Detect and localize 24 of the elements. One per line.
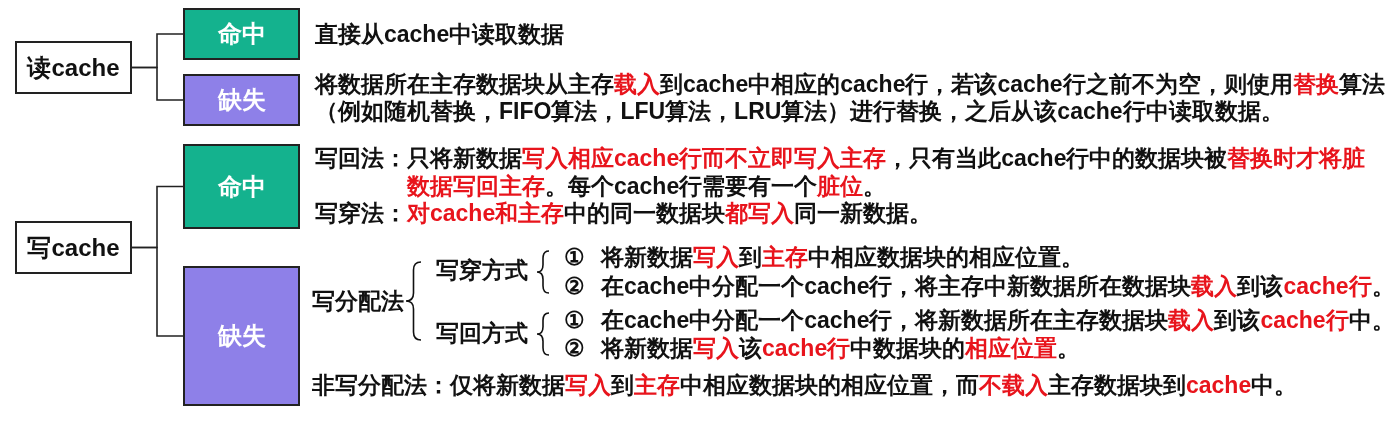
circled-number: ①	[564, 307, 585, 334]
method-label: 写回方式	[436, 320, 528, 347]
connector-line	[131, 246, 184, 337]
circled-number: ②	[564, 335, 585, 362]
connector-line	[131, 66, 184, 101]
case-box: 缺失	[183, 266, 300, 406]
description-text: 在cache中分配一个cache行，将主存中新数据所在数据块载入到该cache行。	[601, 273, 1394, 300]
category-box: 读cache	[15, 41, 132, 94]
circled-number: ①	[564, 244, 585, 271]
description-text: 将新数据写入该cache行中数据块的相应位置。	[601, 335, 1081, 362]
case-box: 命中	[183, 8, 300, 60]
category-box: 写cache	[15, 221, 132, 274]
description-text: 将数据所在主存数据块从主存载入到cache中相应的cache行，若该cache行之前不为空，则使用替换算法（例如随机替换，FIFO算法，LFU算法，LRU算法）进行替换，之后从该cache行中读取数据。	[315, 71, 1386, 125]
description-text: 写回法：只将新数据写入相应cache行而不立即写入主存，只有当此cache行中的数据块被替换时才将脏数据写回主存。每个cache行需要有一个脏位。	[315, 144, 1367, 200]
description-text: 非写分配法：仅将新数据写入到主存中相应数据块的相应位置，而不载入主存数据块到cache中。	[312, 372, 1299, 399]
method-label: 写分配法	[312, 288, 404, 315]
case-box: 命中	[183, 144, 300, 229]
case-box: 缺失	[183, 74, 300, 126]
method-label: 写穿方式	[436, 257, 528, 284]
description-text: 写穿法：对cache和主存中的同一数据块都写入同一新数据。	[315, 200, 934, 227]
circled-number: ②	[564, 273, 585, 300]
description-text: 将新数据写入到主存中相应数据块的相应位置。	[601, 244, 1084, 271]
description-text: 在cache中分配一个cache行，将新数据所在主存数据块载入到该cache行中。	[601, 307, 1394, 334]
description-text: 直接从cache中读取数据	[315, 21, 566, 48]
